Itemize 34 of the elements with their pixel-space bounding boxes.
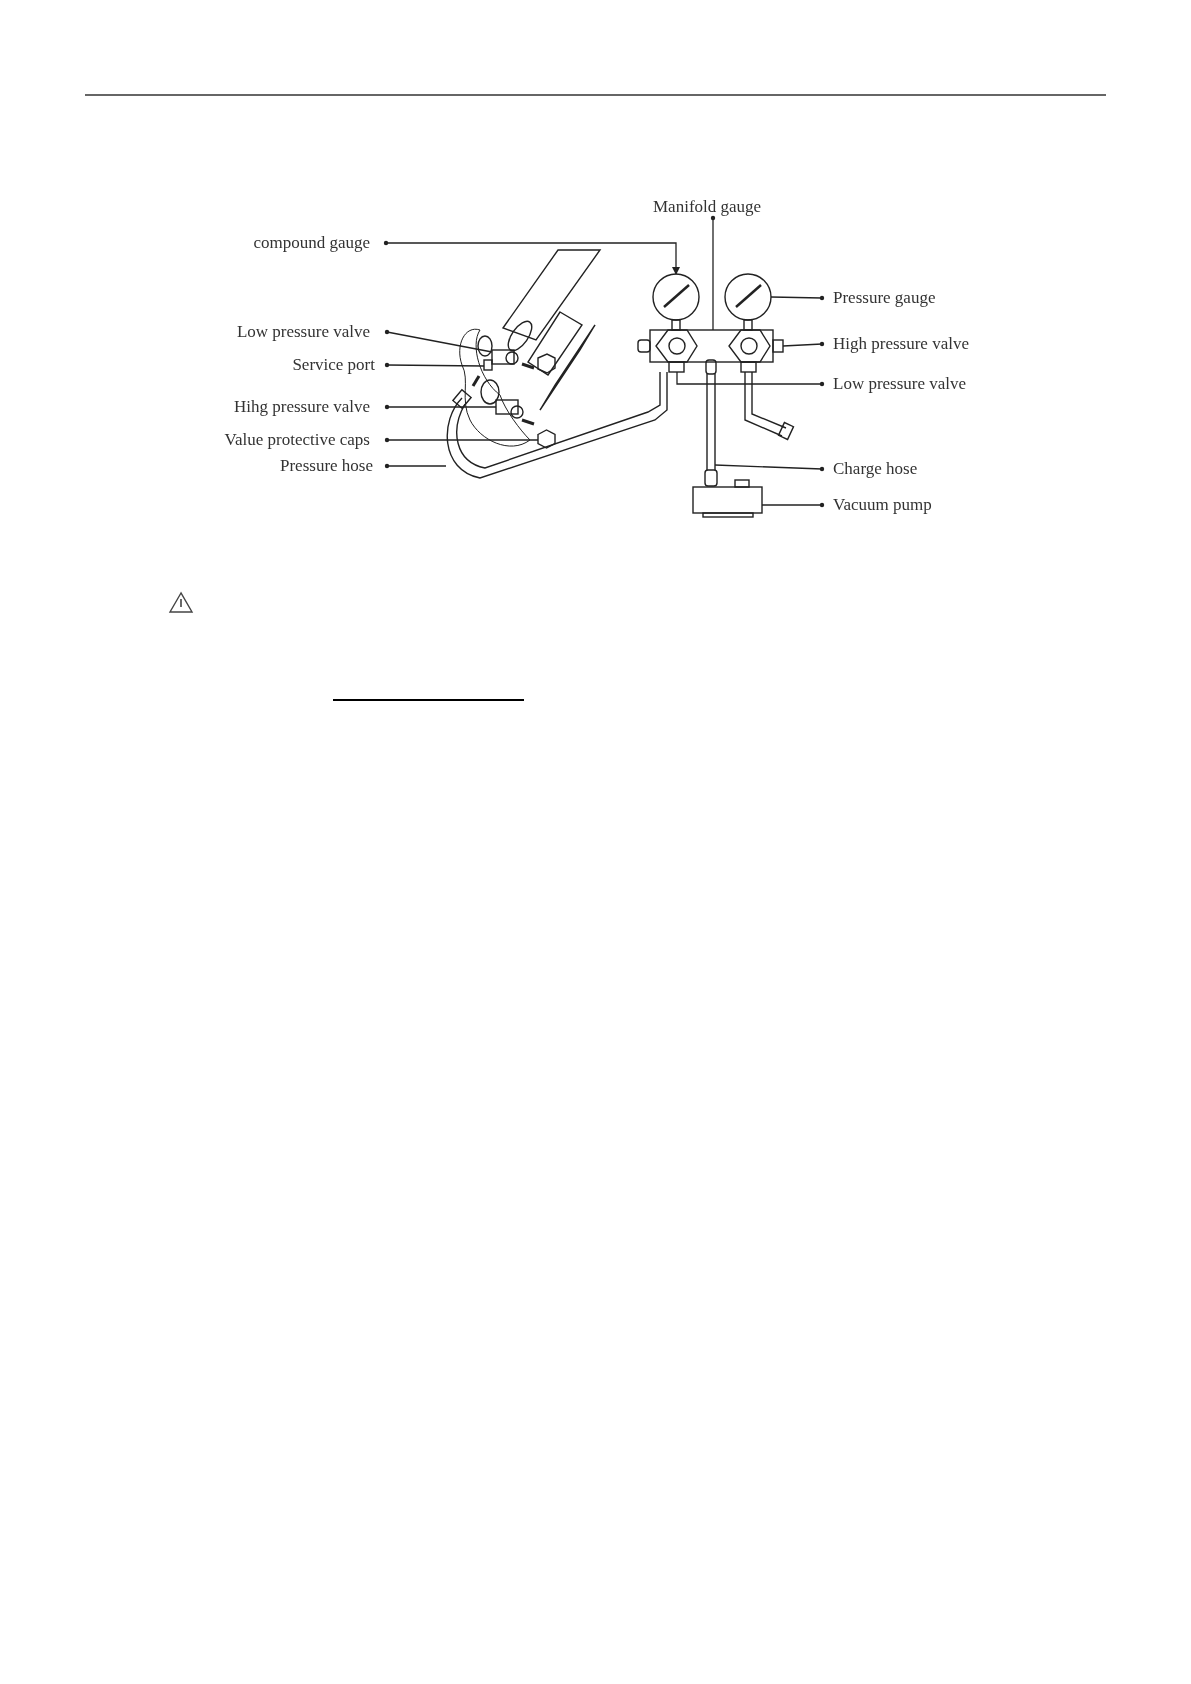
part-label: Value protective caps [224,430,370,450]
leader-line [384,437,539,443]
leader-line [383,240,680,275]
part-label: Vacuum pump [833,495,932,515]
valve-body [491,349,515,365]
gauge-dial [652,273,700,321]
part-label: Pressure gauge [833,288,936,308]
part-label: Manifold gauge [653,197,762,217]
part-label: compound gauge [253,233,370,253]
part-label: Charge hose [833,459,918,479]
gauge-dial [724,273,772,321]
part-label: Low pressure valve [833,374,967,394]
leader-line [676,371,825,387]
hose-fitting [668,361,685,373]
vacuum-pump [692,486,763,514]
leader-line [761,502,825,508]
manifold-body [649,329,774,363]
leader-line [710,215,716,331]
leader-line [782,341,825,347]
valve-knob [772,339,784,353]
charge-hose [706,373,716,471]
part-label: Service port [292,355,375,375]
service-port [483,359,493,371]
pressure-hose [446,371,668,479]
part-label: Pressure hose [280,456,373,476]
leader-line [384,404,497,410]
part-label: High pressure valve [833,334,969,354]
part-label: Hihg pressure valve [234,397,370,417]
leader-line [714,464,825,472]
leader-line [384,329,493,353]
leader-line [384,362,485,368]
leader-line [384,463,447,469]
leader-line [770,295,825,301]
part-label: Low pressure valve [236,322,370,342]
